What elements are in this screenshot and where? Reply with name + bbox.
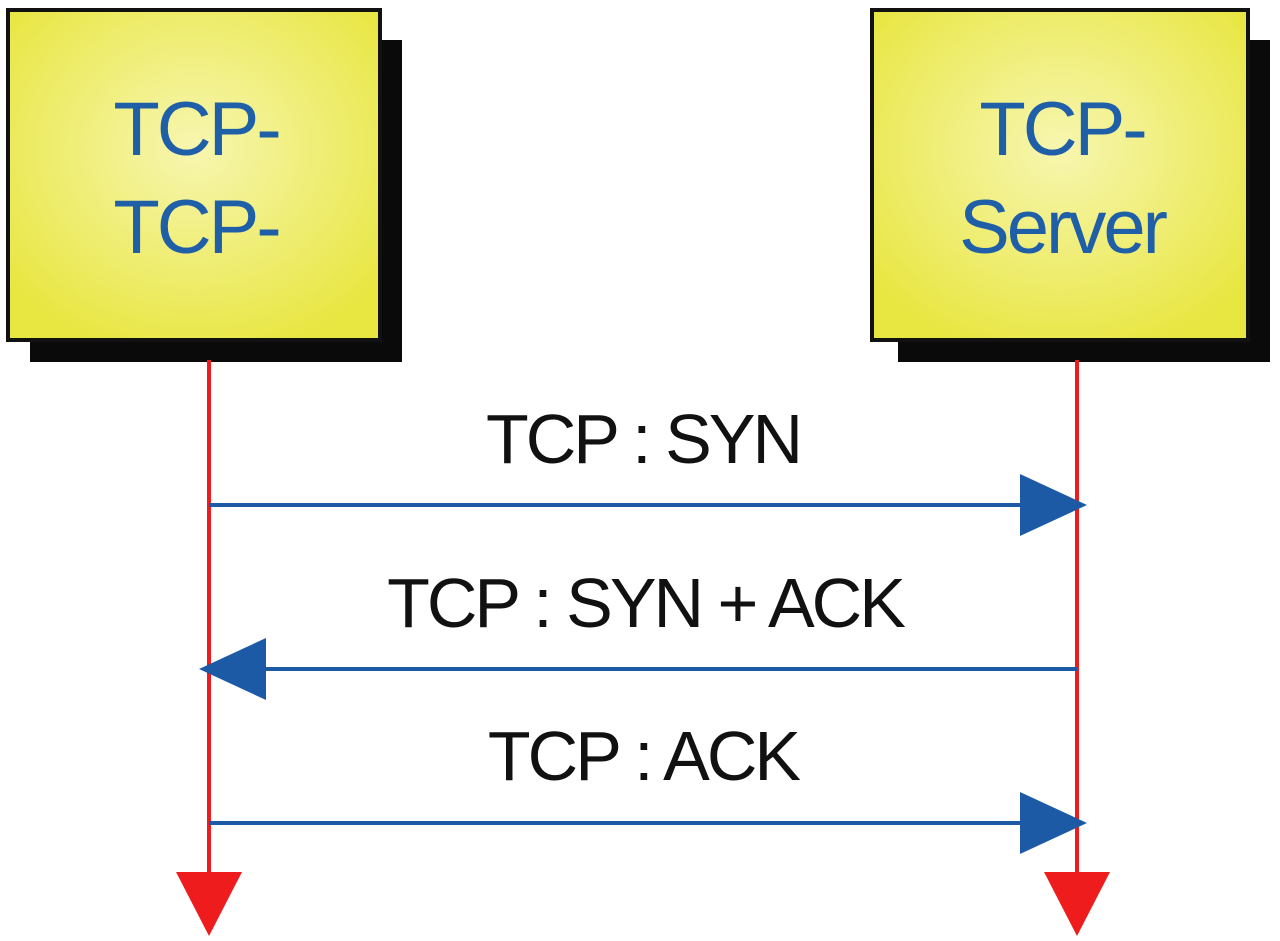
actor-client-box [6, 8, 382, 342]
lifeline-server [1044, 360, 1110, 936]
message-ack: TCP : ACK [209, 717, 1087, 854]
message-syn-label: TCP : SYN [486, 400, 800, 478]
actor-server: TCP- Server [870, 8, 1270, 362]
message-syn-arrowhead [1020, 474, 1087, 536]
lifeline-client [176, 360, 242, 936]
actor-server-label-line2: Server [959, 185, 1168, 270]
message-ack-label: TCP : ACK [488, 717, 800, 795]
message-syn: TCP : SYN [209, 400, 1087, 536]
message-syn-ack-arrowhead [199, 638, 266, 700]
actor-server-label-line1: TCP- [979, 87, 1144, 172]
message-syn-ack-label: TCP : SYN + ACK [387, 564, 905, 642]
lifeline-server-arrowhead [1044, 872, 1110, 936]
actor-client-label-line2: TCP- [113, 185, 278, 270]
message-ack-arrowhead [1020, 792, 1087, 854]
actor-server-box [870, 8, 1250, 342]
actor-client: TCP- TCP- [6, 8, 402, 362]
actor-client-label-line1: TCP- [113, 87, 278, 172]
message-syn-ack: TCP : SYN + ACK [199, 564, 1077, 700]
lifeline-client-arrowhead [176, 872, 242, 936]
